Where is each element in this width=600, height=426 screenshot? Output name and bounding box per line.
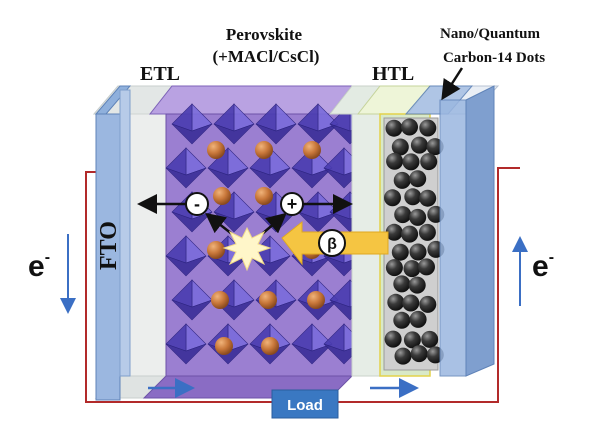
carbon-dot [410, 345, 428, 363]
carbon-dot [393, 275, 411, 293]
carbon-dot [403, 260, 421, 278]
carbon-dot [393, 171, 411, 189]
dots-label-line2: Carbon-14 Dots [443, 50, 545, 66]
carbon-dot [419, 119, 437, 137]
carbon-dot [418, 258, 435, 276]
octahedron [165, 147, 207, 189]
carbon-dot [418, 223, 436, 241]
carbon-dot [401, 118, 418, 136]
cation-sphere [215, 337, 233, 355]
carbon-dot [391, 138, 409, 156]
octahedron [165, 235, 207, 277]
plus-label: + [287, 194, 298, 214]
cation-sphere [255, 187, 273, 205]
carbon-dot [387, 293, 405, 311]
carbon-dot [402, 153, 420, 171]
load-label: Load [287, 397, 323, 414]
carbon-dot [384, 330, 402, 348]
cation-sphere [303, 141, 321, 159]
beta-arrow: β [281, 220, 389, 266]
perovskite-label-line1: Perovskite [226, 25, 303, 44]
carbon-dot [420, 153, 438, 171]
minus-label: - [194, 194, 200, 214]
carbon-dot [409, 208, 427, 226]
carbon-dot [403, 331, 421, 349]
electron-charge [185, 192, 209, 216]
carbon-dot [391, 243, 409, 261]
carbon-dot [421, 330, 439, 348]
octahedron [171, 279, 213, 321]
carbon-dot [419, 189, 437, 207]
carbon-dot [409, 310, 427, 328]
carbon-dot [386, 152, 404, 170]
octahedron [165, 323, 207, 365]
fto-left-glass [94, 85, 132, 401]
carbon-dot [401, 225, 419, 243]
dots-pointer-arrow [441, 67, 464, 101]
carbon-14-dots [384, 118, 445, 365]
carbon-dot [408, 276, 426, 294]
carbon-dot [385, 223, 403, 241]
perovskite-label-line2: (+MACl/CsCl) [213, 47, 320, 66]
carbon-dot [394, 347, 412, 365]
carbon-dot [402, 294, 420, 312]
carbon-dot [404, 188, 422, 206]
carbon-dot [419, 295, 437, 313]
carbon-dot [393, 311, 411, 329]
fto-label: FTO [96, 221, 122, 270]
carbon-dot [394, 206, 412, 224]
etl-label: ETL [140, 63, 180, 85]
cation-sphere [207, 241, 225, 259]
carbon-dot [410, 136, 428, 154]
cation-sphere [261, 337, 279, 355]
charge-separation: - + [137, 192, 353, 272]
carbon-dot [385, 259, 403, 277]
cation-sphere [211, 291, 229, 309]
excitation-burst [222, 226, 272, 272]
carbon-dot [409, 170, 427, 188]
current-arrows [60, 234, 528, 398]
cation-sphere [259, 291, 277, 309]
octahedron [255, 103, 297, 145]
cation-sphere [207, 141, 225, 159]
carbon-dot [409, 243, 427, 261]
octahedron [249, 147, 291, 189]
electron-label-right: e- [532, 249, 554, 283]
octahedron [171, 103, 213, 145]
cation-sphere [255, 141, 273, 159]
carbon-dot [384, 189, 401, 207]
carbon-dots-region [383, 117, 445, 371]
electron-label-left: e- [28, 249, 50, 283]
hole-charge [280, 192, 304, 216]
load-box: Load [271, 389, 339, 419]
cation-sphere [307, 291, 325, 309]
octahedron [213, 103, 255, 145]
beta-badge [318, 229, 346, 257]
dots-label-line1: Nano/Quantum [440, 26, 541, 42]
beta-label: β [327, 236, 337, 253]
htl-label: HTL [372, 63, 414, 85]
carbon-dot [385, 119, 403, 137]
carbon-dot [426, 138, 444, 156]
cation-sphere [213, 187, 231, 205]
